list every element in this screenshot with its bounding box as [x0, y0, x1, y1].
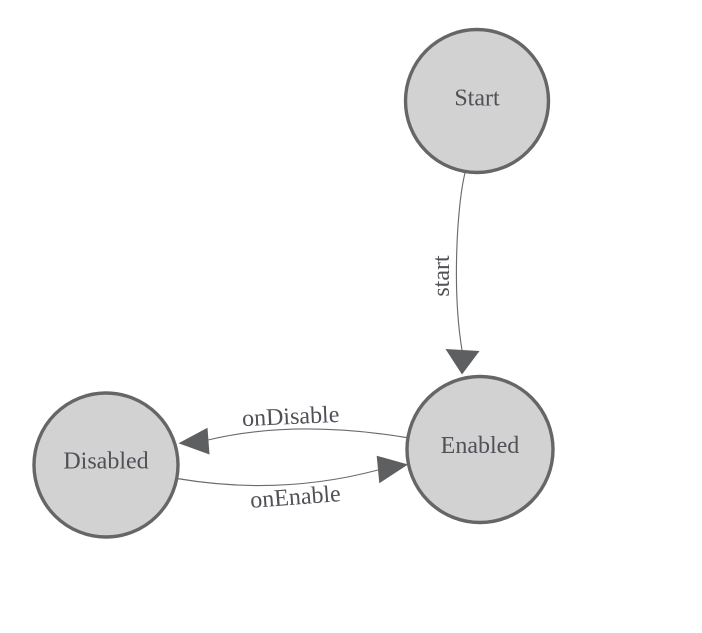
transition-onenable: onEnable	[176, 455, 408, 514]
state-node-disabled[interactable]: Disabled	[32, 391, 180, 539]
state-label-disabled: Disabled	[63, 449, 148, 475]
state-label-start: Start	[454, 86, 500, 112]
transition-ondisable-line	[207, 428, 410, 441]
arrowhead-icon	[178, 427, 210, 455]
arrowhead-icon	[376, 455, 408, 484]
transition-ondisable-label: onDisable	[242, 402, 340, 432]
transition-onenable-line	[176, 469, 379, 487]
state-node-start[interactable]: Start	[403, 27, 551, 175]
transition-onenable-label: onEnable	[249, 481, 341, 514]
transition-ondisable: onDisable	[178, 402, 410, 455]
transition-start-label: start	[429, 255, 455, 297]
state-circle-start[interactable]	[403, 27, 551, 175]
state-label-enabled: Enabled	[441, 433, 520, 459]
state-node-enabled[interactable]: Enabled	[405, 374, 555, 525]
arrowhead-icon	[445, 349, 480, 375]
state-circle-enabled[interactable]	[405, 374, 555, 525]
transition-start-line	[455, 172, 466, 351]
transition-start: start	[429, 172, 480, 375]
state-circle-disabled[interactable]	[32, 391, 180, 539]
